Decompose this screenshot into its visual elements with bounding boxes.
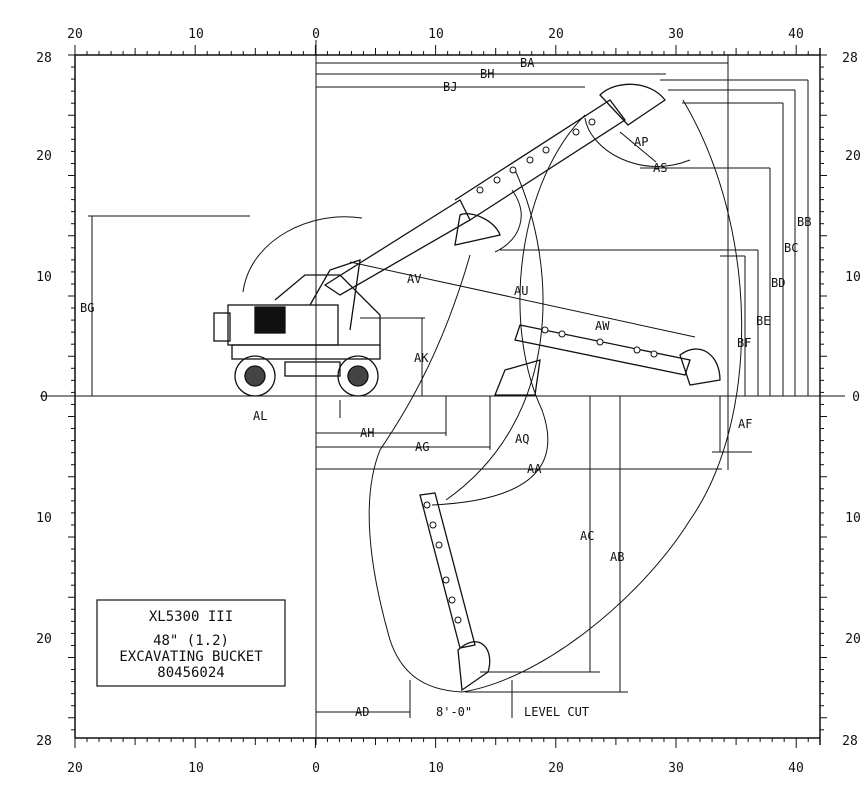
boom-vertical	[419, 492, 476, 649]
left-scale-label: 0	[40, 390, 48, 405]
boom-holes	[423, 118, 658, 624]
dim-label: AK	[414, 351, 429, 365]
bottom-scale-label: 10	[188, 761, 204, 776]
bottom-scale-label: 30	[668, 761, 684, 776]
right-scale-label: 10	[845, 511, 861, 526]
boom-telescope	[454, 99, 626, 221]
front-wheel	[337, 355, 379, 397]
model-label: XL5300 III	[149, 609, 233, 625]
bottom-scale-label: 10	[428, 761, 444, 776]
top-scale-label: 10	[428, 27, 444, 42]
dim-label: AL	[253, 409, 267, 423]
excavator-machine	[213, 83, 721, 692]
bottom-scale-label: 20	[67, 761, 83, 776]
dim-label: BH	[480, 67, 494, 81]
engine-grille	[254, 306, 286, 334]
tilt-arc	[584, 117, 691, 167]
dim-label: AC	[580, 529, 594, 543]
dim-label: AS	[653, 161, 667, 175]
counterweight	[213, 312, 231, 342]
bucket-ground	[494, 359, 541, 396]
outer-reach-arc	[461, 99, 743, 693]
dim-label: BD	[771, 276, 785, 290]
top-scale: 20 10 0 10 20 30 40	[67, 27, 804, 42]
right-scale-label: 0	[852, 390, 860, 405]
top-scale-label: 20	[67, 27, 83, 42]
bucket-horizontal	[679, 348, 721, 386]
rear-hub	[244, 365, 266, 387]
dim-label: AG	[415, 440, 429, 454]
dim-label: BC	[784, 241, 798, 255]
cut-width-label: 8'-0"	[436, 705, 472, 719]
top-scale-label: 10	[188, 27, 204, 42]
boom-main	[323, 199, 471, 296]
left-scale-label: 10	[36, 511, 52, 526]
operator-cab	[274, 274, 381, 345]
bucket-type-label: EXCAVATING BUCKET	[119, 649, 263, 665]
top-scale-label: 0	[312, 27, 320, 42]
dim-label: AB	[610, 550, 624, 564]
axle-housing	[284, 361, 341, 377]
dim-label: BB	[797, 215, 811, 229]
mid-arc	[445, 169, 544, 501]
dim-label: AF	[738, 417, 752, 431]
dim-label: AQ	[515, 432, 529, 446]
scale-ticks	[68, 45, 827, 748]
part-number-label: 80456024	[157, 665, 224, 681]
dim-label: AH	[360, 426, 374, 440]
dim-label: AP	[634, 135, 648, 149]
bottom-scale-label: 20	[548, 761, 564, 776]
arm-sweep-arc	[431, 114, 586, 506]
left-scale-label: 20	[36, 632, 52, 647]
dimension-lines	[88, 55, 809, 718]
dim-label: BE	[756, 314, 770, 328]
bucket-arc-upper	[494, 189, 522, 253]
top-scale-label: 40	[788, 27, 804, 42]
left-scale-label: 28	[36, 51, 52, 66]
boom-arc	[242, 216, 363, 293]
bucket-size-label: 48" (1.2)	[153, 633, 229, 649]
right-scale-label: 28	[842, 734, 858, 749]
dim-label: AD	[355, 705, 369, 719]
dim-label: AV	[407, 272, 421, 286]
left-scale-label: 20	[36, 149, 52, 164]
bucket-high	[599, 83, 666, 126]
dim-label: BJ	[443, 80, 457, 94]
bottom-scale: 20 10 0 10 20 30 40	[67, 761, 804, 776]
bottom-scale-label: 40	[788, 761, 804, 776]
bucket-mid	[454, 213, 501, 246]
dim-label: BF	[737, 336, 751, 350]
dimension-labels: BA BH BJ BB BC BD BE BF BG AP AS AV AU A…	[80, 56, 811, 719]
left-scale-label: 28	[36, 734, 52, 749]
top-scale-label: 20	[548, 27, 564, 42]
level-cut-label: LEVEL CUT	[524, 705, 589, 719]
title-block	[96, 599, 286, 687]
top-scale-label: 30	[668, 27, 684, 42]
right-scale-label: 28	[842, 51, 858, 66]
dim-label: BA	[520, 56, 535, 70]
right-scale-label: 20	[845, 149, 861, 164]
right-scale-label: 10	[845, 270, 861, 285]
boom-cradle	[309, 259, 361, 331]
dim-label: AW	[595, 319, 610, 333]
rear-wheel	[234, 355, 276, 397]
dim-label: AU	[514, 284, 528, 298]
right-scale: 28 20 10 0 10 20 28	[842, 51, 861, 749]
boom-horizontal	[514, 324, 691, 376]
front-hub	[347, 365, 369, 387]
left-scale-label: 10	[36, 270, 52, 285]
chassis	[231, 344, 381, 360]
bottom-scale-label: 0	[312, 761, 320, 776]
bucket-low	[457, 641, 491, 692]
working-envelope	[242, 99, 743, 693]
right-scale-label: 20	[845, 632, 861, 647]
inner-reach-arc	[368, 254, 471, 693]
dim-label: BG	[80, 301, 94, 315]
dim-label: AA	[527, 462, 542, 476]
left-scale: 28 20 10 0 10 20 28	[36, 51, 52, 749]
